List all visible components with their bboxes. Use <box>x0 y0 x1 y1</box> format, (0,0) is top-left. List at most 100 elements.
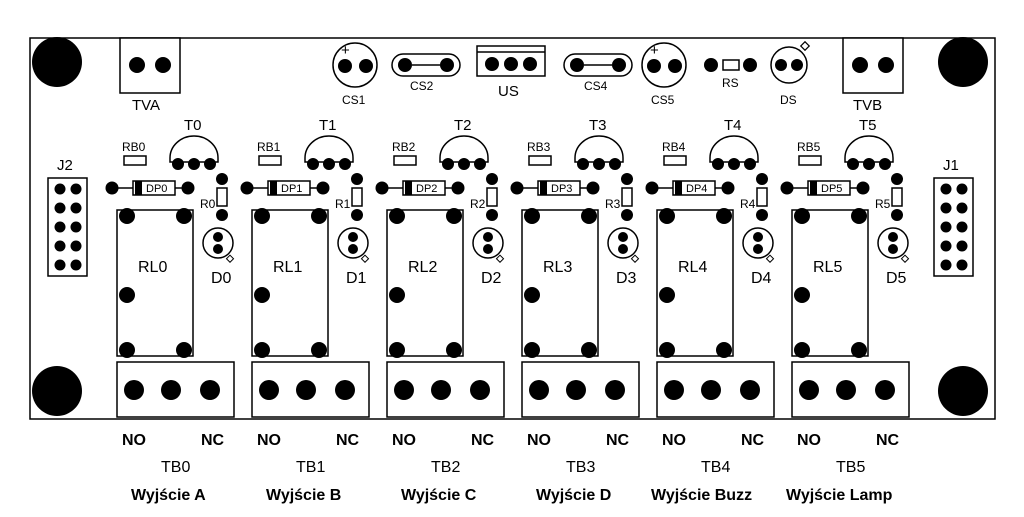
nc-label: NC <box>606 432 630 449</box>
channel-2: RB2 T2 DP2 R2 RL2 D2 NO NC TB2 <box>375 117 505 504</box>
t-label: T0 <box>184 117 202 134</box>
j2-label: J2 <box>57 157 73 174</box>
r-resistor <box>351 187 363 207</box>
d-led <box>877 227 909 259</box>
channel-5: RB5 T5 DP5 R5 RL5 D5 NO NC TB5 <box>780 117 910 504</box>
rl-relay <box>521 209 599 357</box>
output-label: Wyjście B <box>266 487 341 504</box>
cs4-label: CS4 <box>584 79 608 93</box>
d-label: D0 <box>211 270 232 287</box>
channel-3: RB3 T3 DP3 R3 RL3 D3 NO NC TB3 <box>510 117 640 504</box>
dp-label: DP5 <box>821 183 842 195</box>
rl-label: RL1 <box>273 259 302 276</box>
us-label: US <box>498 83 519 100</box>
r-resistor <box>216 187 228 207</box>
dp-diode <box>267 180 311 196</box>
r-resistor <box>621 187 633 207</box>
rb-label: RB4 <box>662 140 686 154</box>
output-label: Wyjście A <box>131 487 206 504</box>
mounting-hole-top-left <box>32 37 82 87</box>
t-label: T2 <box>454 117 472 134</box>
t-label: T5 <box>859 117 877 134</box>
mounting-hole-bottom-left <box>32 366 82 416</box>
no-label: NO <box>797 432 821 449</box>
t-transistor <box>844 135 894 163</box>
d-label: D2 <box>481 270 502 287</box>
rb-resistor <box>798 155 822 166</box>
rb-label: RB5 <box>797 140 821 154</box>
dp-label: DP4 <box>686 183 707 195</box>
r-resistor <box>756 187 768 207</box>
channel-0: RB0 T0 DP0 R0 RL0 D0 NO NC TB0 <box>105 117 235 504</box>
rb-resistor <box>123 155 147 166</box>
d-label: D4 <box>751 270 772 287</box>
d-led <box>202 227 234 259</box>
rl-label: RL2 <box>408 259 437 276</box>
rs-resistor <box>704 58 757 72</box>
cs4-capacitor <box>563 53 633 77</box>
nc-label: NC <box>876 432 900 449</box>
dp-diode <box>537 180 581 196</box>
d-led <box>607 227 639 259</box>
t-transistor <box>439 135 489 163</box>
d-label: D3 <box>616 270 637 287</box>
rb-resistor <box>393 155 417 166</box>
dp-label: DP0 <box>146 183 167 195</box>
rl-label: RL0 <box>138 259 167 276</box>
nc-label: NC <box>741 432 765 449</box>
channel-1: RB1 T1 DP1 R1 RL1 D1 NO NC TB1 <box>240 117 370 504</box>
rl-relay <box>116 209 194 357</box>
j1-header <box>933 177 974 277</box>
output-label: Wyjście Buzz <box>651 487 752 504</box>
dp-label: DP1 <box>281 183 302 195</box>
rb-label: RB2 <box>392 140 416 154</box>
tb-label: TB3 <box>566 459 595 476</box>
no-label: NO <box>527 432 551 449</box>
tb-label: TB0 <box>161 459 190 476</box>
d-led <box>472 227 504 259</box>
tvb-label: TVB <box>853 97 882 114</box>
rb-resistor <box>258 155 282 166</box>
r-label: R0 <box>200 197 216 211</box>
rl-label: RL4 <box>678 259 707 276</box>
rb-resistor <box>528 155 552 166</box>
tb-label: TB4 <box>701 459 730 476</box>
no-label: NO <box>257 432 281 449</box>
dp-diode <box>807 180 851 196</box>
cs1-label: CS1 <box>342 93 366 107</box>
cs1-capacitor <box>332 42 378 88</box>
r-label: R3 <box>605 197 621 211</box>
channel-4: RB4 T4 DP4 R4 RL4 D4 NO NC TB4 <box>645 117 775 504</box>
cs2-capacitor <box>391 53 461 77</box>
rl-relay <box>791 209 869 357</box>
cs1-plus: + <box>341 42 350 59</box>
no-label: NO <box>122 432 146 449</box>
mounting-hole-bottom-right <box>938 366 988 416</box>
tvb-connector <box>842 37 904 94</box>
t-label: T3 <box>589 117 607 134</box>
output-label: Wyjście D <box>536 487 611 504</box>
t-transistor <box>304 135 354 163</box>
d-label: D1 <box>346 270 367 287</box>
rb-label: RB0 <box>122 140 146 154</box>
us-regulator <box>476 45 546 77</box>
no-label: NO <box>662 432 686 449</box>
r-label: R2 <box>470 197 486 211</box>
j2-header <box>47 177 88 277</box>
nc-label: NC <box>471 432 495 449</box>
cs5-label: CS5 <box>651 93 675 107</box>
rl-relay <box>386 209 464 357</box>
tb-label: TB2 <box>431 459 460 476</box>
j1-label: J1 <box>943 157 959 174</box>
rb-resistor <box>663 155 687 166</box>
r-resistor <box>486 187 498 207</box>
rb-label: RB3 <box>527 140 551 154</box>
tb-label: TB1 <box>296 459 325 476</box>
dp-diode <box>402 180 446 196</box>
tva-connector <box>119 37 181 94</box>
mounting-hole-top-right <box>938 37 988 87</box>
d-led <box>742 227 774 259</box>
d-label: D5 <box>886 270 907 287</box>
output-label: Wyjście Lamp <box>786 487 893 504</box>
